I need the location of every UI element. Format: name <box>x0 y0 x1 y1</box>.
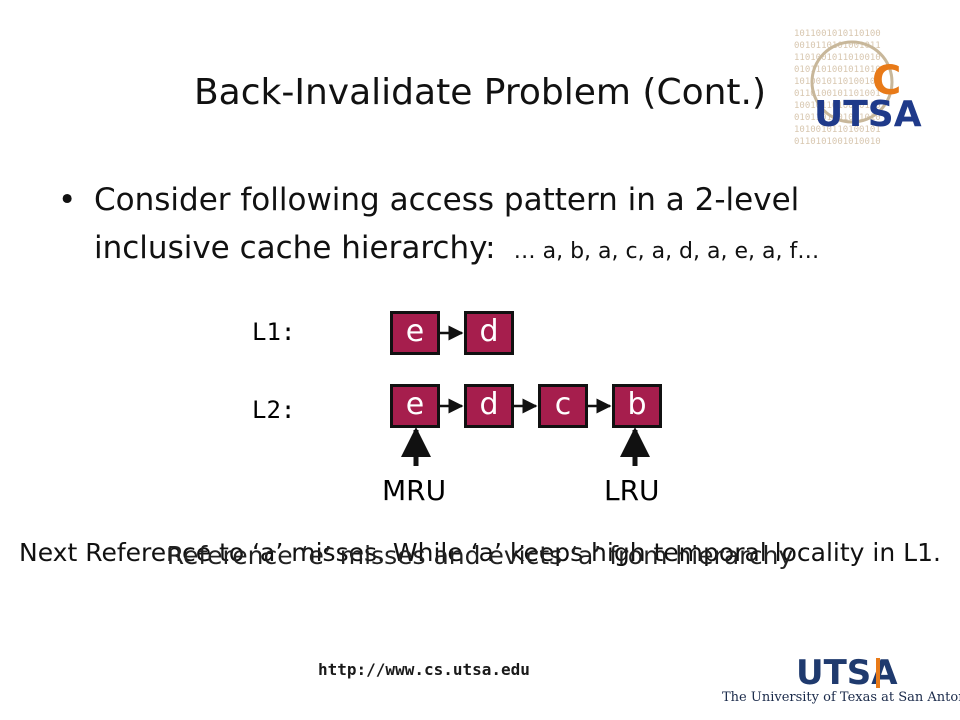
svg-text:1001011010010110: 1001011010010110 <box>794 101 881 111</box>
l2-block: c <box>538 384 588 428</box>
svg-text:0110101001010010: 0110101001010010 <box>794 137 881 147</box>
access-sequence: … a, b, a, c, a, d, a, e, a, f… <box>513 239 820 264</box>
overlay-text-next-reference: Next Reference to ‘a’ misses. While ‘a’ … <box>19 538 941 567</box>
svg-text:1010010110100101: 1010010110100101 <box>794 125 881 135</box>
svg-text:0110100101101001: 0110100101101001 <box>794 89 881 99</box>
bullet-marker: • <box>58 182 77 218</box>
svg-text:0101101001011010: 0101101001011010 <box>794 65 881 75</box>
logo-c-letter: C <box>872 58 901 104</box>
utsa-cs-logo: 1011001010110100 0010110101001011 110100… <box>792 24 952 164</box>
l2-label: L2: <box>252 396 296 424</box>
mru-label: MRU <box>382 474 447 507</box>
l1-label: L1: <box>252 318 296 346</box>
lru-label: LRU <box>604 474 660 507</box>
utsa-logo: UTSA <box>796 653 898 693</box>
overlay-text-reference-e: Reference ‘e’ misses and evicts ‘a’ from… <box>166 541 794 570</box>
l2-block: e <box>390 384 440 428</box>
l1-block: d <box>464 311 514 355</box>
l2-block: b <box>612 384 662 428</box>
l2-block: d <box>464 384 514 428</box>
logo-utsa-text: UTSA <box>814 94 922 135</box>
svg-text:1010010110100101: 1010010110100101 <box>794 77 881 87</box>
utsa-logo-text: UTSA <box>796 653 898 693</box>
svg-text:1011001010110100: 1011001010110100 <box>794 29 881 39</box>
svg-text:1101001011010010: 1101001011010010 <box>794 53 881 63</box>
footer-url[interactable]: http://www.cs.utsa.edu <box>318 660 530 679</box>
university-name: The University of Texas at San Antonio <box>722 690 960 705</box>
slide-title: Back-Invalidate Problem (Cont.) <box>193 72 767 113</box>
l1-block: e <box>390 311 440 355</box>
bullet-text: Consider following access pattern in a 2… <box>94 182 800 266</box>
